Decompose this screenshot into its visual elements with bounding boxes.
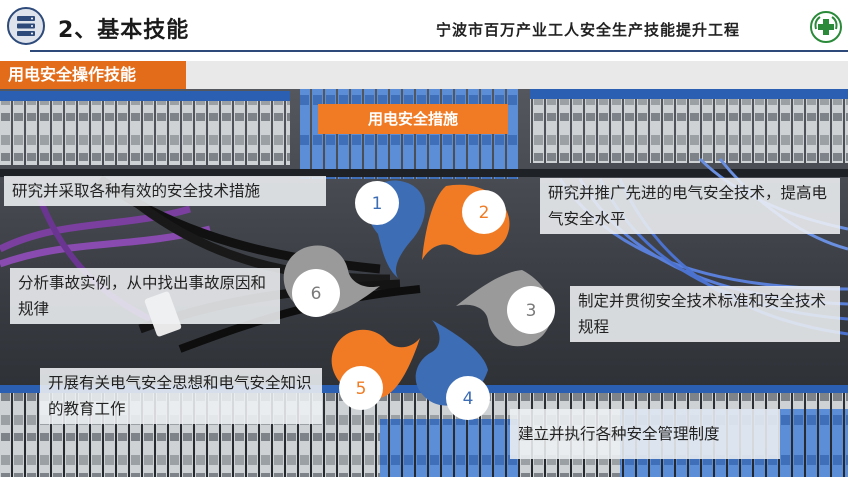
measure-text-2: 研究并推广先进的电气安全技术，提高电气安全水平: [540, 178, 840, 234]
measure-text-3: 制定并贯彻安全技术标准和安全技术规程: [570, 286, 840, 342]
measure-number-3: 3: [526, 301, 537, 321]
measure-number-5: 5: [356, 379, 367, 399]
measure-number-4: 4: [463, 389, 474, 409]
measure-text-6: 分析事故实例，从中找出事故原因和规律: [10, 268, 280, 324]
measure-number-1: 1: [372, 194, 383, 214]
header-divider: [30, 50, 848, 52]
measure-text-5: 开展有关电气安全思想和电气安全知识的教育工作: [40, 368, 322, 424]
measure-number-6: 6: [311, 284, 322, 304]
safety-cross-emblem: [810, 11, 842, 43]
server-icon: [7, 7, 45, 45]
measure-text-4: 建立并执行各种安全管理制度: [510, 409, 780, 459]
section-title: 用电安全操作技能: [0, 61, 186, 89]
measure-number-2: 2: [479, 203, 490, 223]
circle-1: 1: [355, 181, 399, 225]
circle-5: 5: [339, 366, 383, 410]
circle-6: 6: [292, 269, 340, 317]
circle-3: 3: [507, 286, 555, 334]
circle-4: 4: [446, 376, 490, 420]
project-name: 宁波市百万产业工人安全生产技能提升工程: [436, 21, 741, 39]
section-bar-tail: [186, 61, 848, 89]
measure-text-1: 研究并采取各种有效的安全技术措施: [4, 176, 326, 206]
page-title: 2、基本技能: [58, 18, 190, 43]
measures-pinwheel: 1 2 3 4 5 6: [283, 180, 555, 420]
center-label-badge: 用电安全措施: [318, 104, 508, 134]
slide-header: 2、基本技能 宁波市百万产业工人安全生产技能提升工程: [0, 0, 848, 58]
circle-2: 2: [462, 190, 506, 234]
